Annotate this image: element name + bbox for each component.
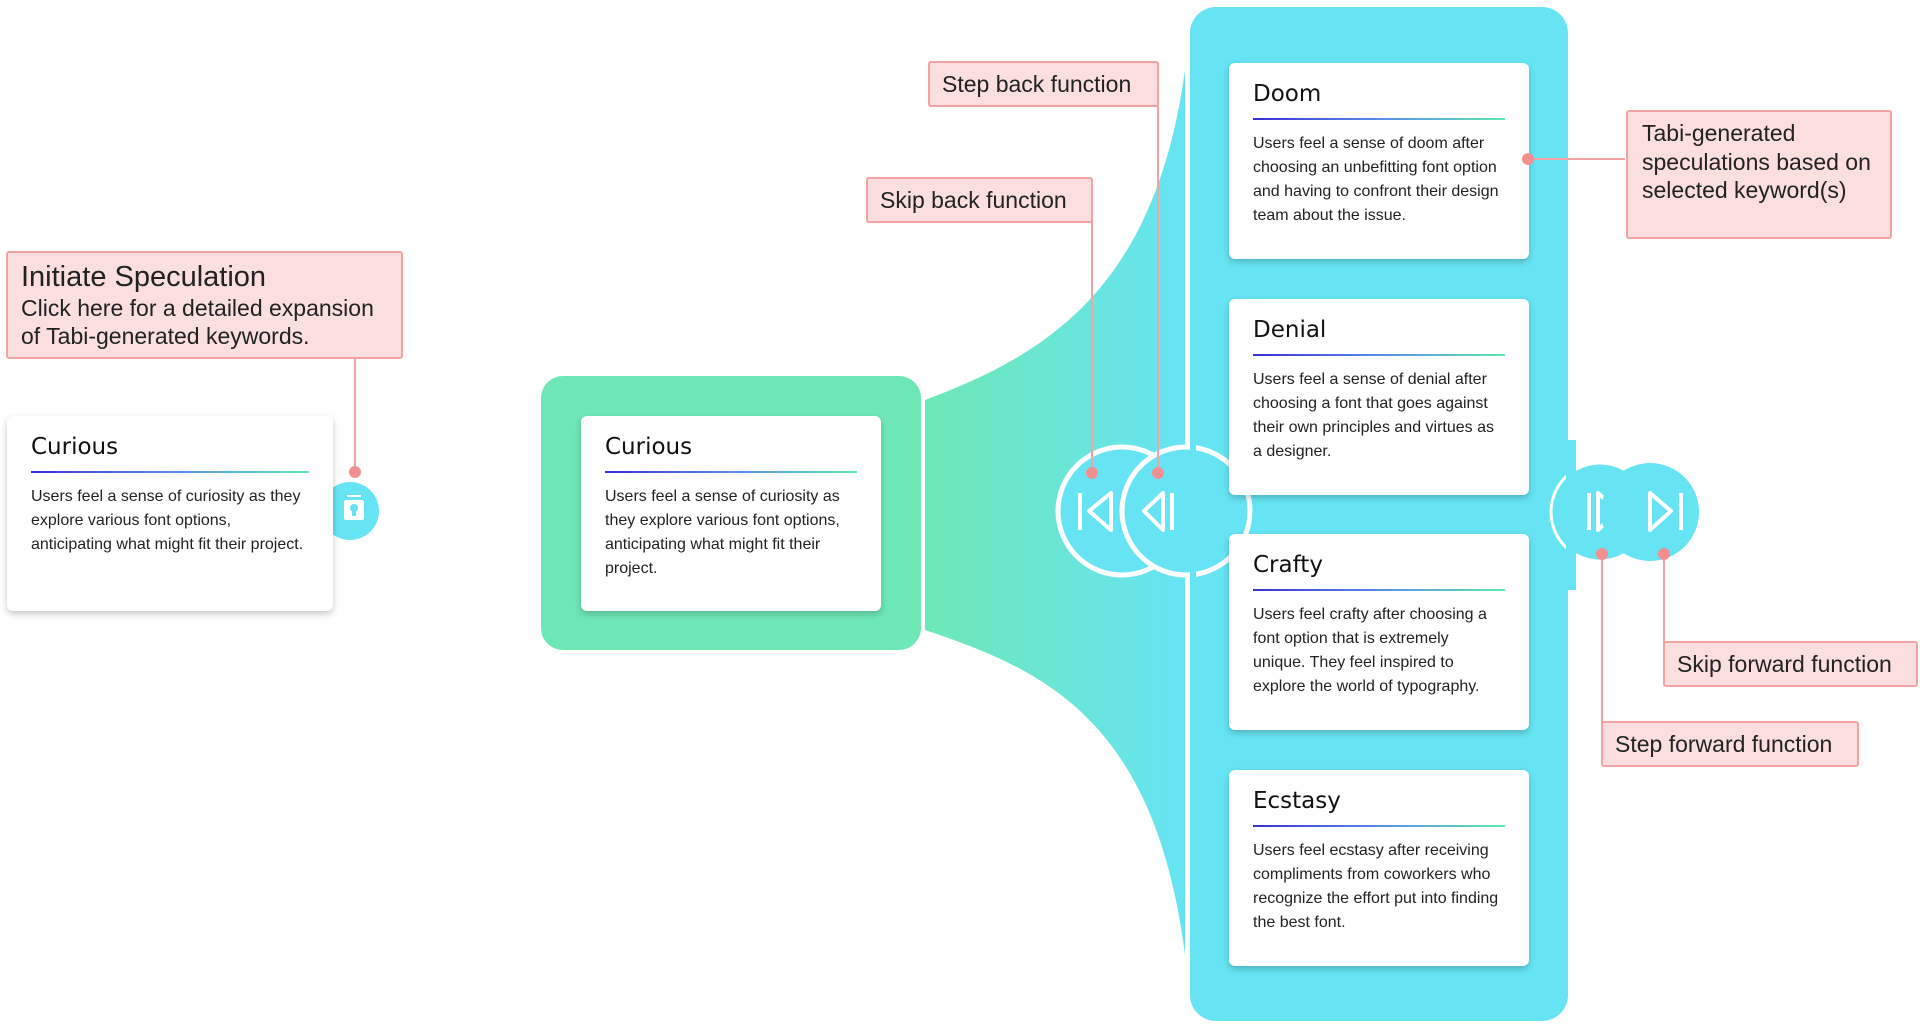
leader-line-speculations: [1528, 158, 1625, 160]
callout-title: Initiate Speculation: [21, 261, 267, 293]
funnel-shape: [925, 70, 1185, 955]
keyword-divider: [31, 471, 309, 473]
speculation-divider: [1253, 118, 1505, 120]
speculation-title: Ecstasy: [1253, 788, 1341, 814]
callout-speculations: Tabi-generated speculations based on sel…: [1626, 110, 1892, 239]
speculation-card[interactable]: Denial Users feel a sense of denial afte…: [1229, 299, 1529, 495]
callout-label: Skip forward function: [1677, 651, 1892, 677]
speculation-divider: [1253, 354, 1505, 356]
initiate-speculation-button[interactable]: [321, 482, 379, 540]
speculation-description: Users feel crafty after choosing a font …: [1253, 606, 1487, 695]
leader-dot-step-back: [1152, 467, 1164, 479]
speculation-divider: [1253, 825, 1505, 827]
leader-line-initiate: [354, 358, 356, 471]
speculation-title: Doom: [1253, 81, 1322, 107]
keyword-title: Curious: [31, 434, 119, 460]
speculation-title: Denial: [1253, 317, 1327, 343]
skip-forward-button[interactable]: [1601, 463, 1699, 561]
keyword-card-source[interactable]: Curious Users feel a sense of curiosity …: [7, 416, 333, 611]
keyword-divider: [605, 471, 857, 473]
leader-line-step-forward: [1601, 556, 1603, 724]
step-back-button[interactable]: [1119, 444, 1253, 578]
callout-subtitle: Click here for a detailed expansion of T…: [21, 295, 374, 349]
speculation-card[interactable]: Doom Users feel a sense of doom after ch…: [1229, 63, 1529, 259]
callout-label: Tabi-generated speculations based on sel…: [1642, 120, 1871, 203]
speculation-card[interactable]: Crafty Users feel crafty after choosing …: [1229, 534, 1529, 730]
keyword-description: Users feel a sense of curiosity as they …: [31, 488, 304, 553]
callout-initiate-speculation: Initiate Speculation Click here for a de…: [6, 251, 403, 359]
speculation-description: Users feel a sense of denial after choos…: [1253, 371, 1495, 460]
leader-line-skip-back: [1091, 219, 1093, 474]
leader-dot-initiate: [349, 466, 361, 478]
speculation-divider: [1253, 589, 1505, 591]
leader-line-step-back: [1157, 106, 1159, 475]
callout-label: Step back function: [942, 71, 1132, 97]
speculation-card[interactable]: Ecstasy Users feel ecstasy after receivi…: [1229, 770, 1529, 966]
step-back-icon: [1142, 491, 1174, 532]
callout-skip-back: Skip back function: [866, 177, 1093, 223]
callout-label: Skip back function: [880, 187, 1067, 213]
leader-dot-skip-forward: [1658, 548, 1670, 560]
callout-label: Step forward function: [1615, 731, 1833, 757]
speculation-description: Users feel ecstasy after receiving compl…: [1253, 842, 1499, 931]
keyword-title: Curious: [605, 434, 693, 460]
leader-dot-speculations: [1522, 153, 1534, 165]
lightbulb-stack-icon: [344, 495, 364, 520]
speculation-title: Crafty: [1253, 552, 1323, 578]
keyword-card-selected[interactable]: Curious Users feel a sense of curiosity …: [581, 416, 881, 611]
speculation-description: Users feel a sense of doom after choosin…: [1253, 135, 1499, 224]
leader-dot-step-forward: [1596, 548, 1608, 560]
callout-skip-forward: Skip forward function: [1663, 641, 1918, 687]
leader-line-skip-forward: [1663, 556, 1665, 645]
callout-step-forward: Step forward function: [1601, 721, 1859, 767]
callout-step-back: Step back function: [928, 61, 1159, 107]
skip-back-icon: [1078, 491, 1113, 532]
keyword-description: Users feel a sense of curiosity as they …: [605, 488, 840, 577]
skip-forward-icon: [1648, 491, 1683, 532]
leader-dot-skip-back: [1086, 467, 1098, 479]
speculation-column: [1190, 7, 1568, 1021]
